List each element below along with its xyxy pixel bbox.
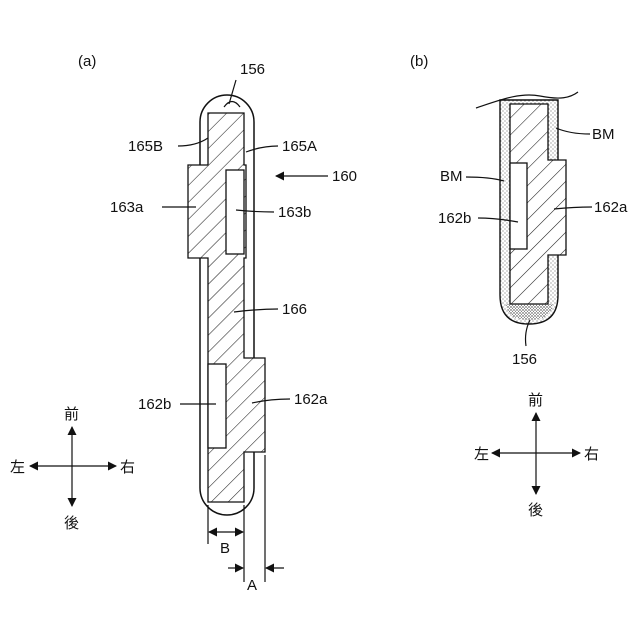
dir-left-b: 左 xyxy=(474,446,489,463)
ref-156-b: 156 xyxy=(512,351,537,368)
ref-bm-left: BM xyxy=(440,168,463,185)
dir-left-a: 左 xyxy=(10,459,25,476)
dir-front-b: 前 xyxy=(528,392,543,409)
leader-bm-right xyxy=(556,128,590,134)
dir-right-b: 右 xyxy=(584,446,599,463)
leader-165A xyxy=(246,146,278,152)
ref-163a: 163a xyxy=(110,199,144,216)
compass-b: 前 後 左 右 xyxy=(474,392,599,519)
panel-a: (a) 156 165B 165A 160 163a 163b 166 162b… xyxy=(10,53,357,594)
ref-166: 166 xyxy=(282,301,307,318)
panel-b-label: (b) xyxy=(410,53,428,70)
ref-163b: 163b xyxy=(278,204,311,221)
ref-162a: 162a xyxy=(294,391,328,408)
ref-bm-right: BM xyxy=(592,126,615,143)
compass-a: 前 後 左 右 xyxy=(10,406,135,532)
dim-a-label: A xyxy=(247,577,257,594)
dir-right-a: 右 xyxy=(120,459,135,476)
ref-162b-b: 162b xyxy=(438,210,471,227)
leader-bm-left xyxy=(466,177,504,181)
slot-163b xyxy=(226,170,244,254)
slot-162b xyxy=(208,364,226,448)
notch-156 xyxy=(224,102,240,108)
dir-back-b: 後 xyxy=(528,502,543,519)
ref-162a-b: 162a xyxy=(594,199,628,216)
ref-160: 160 xyxy=(332,168,357,185)
panel-a-label: (a) xyxy=(78,53,96,70)
panel-b: (b) BM BM 162b 162a 156 前 後 左 xyxy=(410,53,628,519)
dim-b-label: B xyxy=(220,540,230,557)
ref-165B: 165B xyxy=(128,138,163,155)
ref-162b: 162b xyxy=(138,396,171,413)
dir-back-a: 後 xyxy=(64,515,79,532)
dir-front-a: 前 xyxy=(64,406,79,423)
ref-156: 156 xyxy=(240,61,265,78)
ref-165A: 165A xyxy=(282,138,317,155)
leader-156 xyxy=(229,80,236,104)
slot-162b-b xyxy=(510,163,527,249)
leader-165B xyxy=(178,138,208,146)
